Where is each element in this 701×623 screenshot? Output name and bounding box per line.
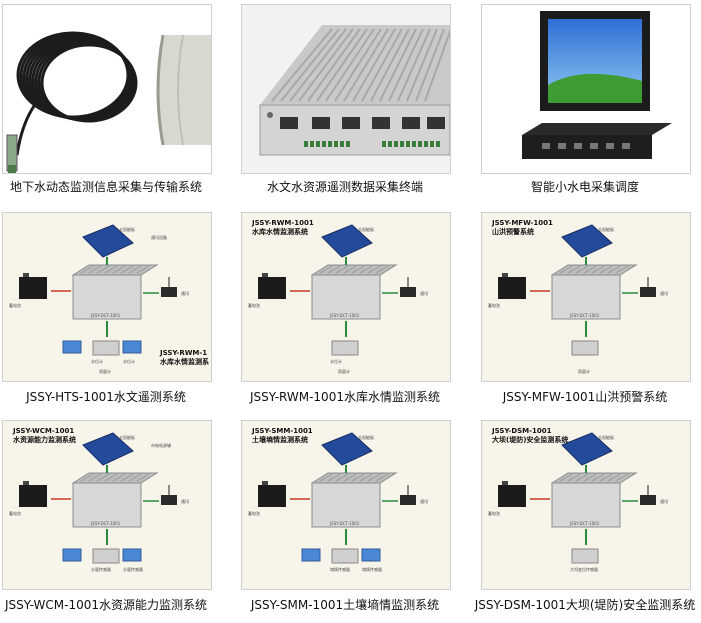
label-battery: 蓄电池: [248, 303, 260, 308]
product-image-1[interactable]: [2, 4, 212, 174]
label-sensor1: 水位计: [330, 359, 342, 364]
label-box: JSSY-DCT-1001: [91, 521, 121, 526]
diagram-title-line: 土壤墒情监测系统: [252, 436, 308, 444]
diagram-art: [498, 224, 656, 356]
label-gauge: 通讯: [420, 291, 428, 296]
label-battery: 蓄电池: [9, 511, 21, 516]
product-caption-4[interactable]: JSSY-HTS-1001水文遥测系统: [26, 390, 186, 404]
diagram-corner-line: 水库水情监测系: [160, 358, 209, 366]
label-box: JSSY-DCT-1001: [330, 521, 360, 526]
diagram-title-line: JSSY-MFW-1001: [492, 219, 553, 227]
label-box: JSSY-DCT-1001: [91, 313, 121, 318]
product-image-2[interactable]: [241, 4, 451, 174]
label-sensor1: 大坝变位传感器: [570, 567, 598, 572]
cable-sensor-photo: [6, 31, 211, 173]
label-gauge: 通讯: [660, 499, 668, 504]
diagram-title-line: JSSY-DSM-1001: [492, 427, 552, 435]
diagram-art: [258, 432, 416, 564]
product-caption-7[interactable]: JSSY-WCM-1001水资源能力监测系统: [5, 598, 207, 612]
product-caption-9[interactable]: JSSY-DSM-1001大坝(堤防)安全监测系统: [474, 598, 696, 612]
product-caption-3[interactable]: 智能小水电采集调度: [530, 180, 639, 194]
label-sensor2: 墒情传感器: [362, 567, 382, 572]
label-box: JSSY-DCT-1001: [570, 313, 600, 318]
label-comm: 市电电源辅: [151, 443, 171, 448]
label-sensor1: 水位计: [91, 359, 103, 364]
label-battery: 蓄电池: [248, 511, 260, 516]
product-caption-6[interactable]: JSSY-MFW-1001山洪预警系统: [502, 390, 668, 404]
label-battery: 蓄电池: [488, 511, 500, 516]
label-rain: 雨量计: [99, 369, 111, 374]
label-box: JSSY-DCT-1001: [570, 521, 600, 526]
label-sensor1: 水量传感器: [91, 567, 111, 572]
monitor-photo: [482, 5, 690, 173]
terminal-photo: [242, 5, 450, 173]
label-solar: 太阳能板: [119, 227, 135, 232]
diagram-art: [19, 224, 177, 356]
label-gauge: 通讯: [181, 291, 189, 296]
label-solar: 太阳能板: [598, 227, 614, 232]
diagram-title-line: 水资源能力监测系统: [13, 436, 76, 444]
label-solar: 太阳能板: [358, 227, 374, 232]
product-caption-8[interactable]: JSSY-SMM-1001土壤墒情监测系统: [250, 598, 440, 612]
label-comm: 通讯设备: [151, 235, 167, 240]
label-gauge: 通讯: [660, 291, 668, 296]
label-solar: 太阳能板: [119, 435, 135, 440]
diagram-title-line: JSSY-SMM-1001: [252, 427, 313, 435]
diagram-corner-line: JSSY-RWM-1: [160, 349, 208, 357]
product-caption-2[interactable]: 水文水资源遥测数据采集终端: [266, 180, 423, 194]
diagram-art: [19, 432, 177, 564]
label-sensor1: 墒情传感器: [330, 567, 350, 572]
label-gauge: 通讯: [181, 499, 189, 504]
label-battery: 蓄电池: [488, 303, 500, 308]
label-solar: 太阳能板: [598, 435, 614, 440]
diagram-art: [258, 224, 416, 356]
diagram-title-line: 大坝(堤防)安全监测系统: [492, 436, 569, 444]
diagram-title-line: JSSY-RWM-1001: [252, 219, 314, 227]
label-rain: 雨量计: [338, 369, 350, 374]
label-rain: 雨量计: [578, 369, 590, 374]
product-caption-1[interactable]: 地下水动态监测信息采集与传输系统: [9, 180, 202, 194]
diagram-title-line: JSSY-WCM-1001: [13, 427, 75, 435]
label-gauge: 通讯: [420, 499, 428, 504]
label-solar: 太阳能板: [358, 435, 374, 440]
label-box: JSSY-DCT-1001: [330, 313, 360, 318]
label-sensor2: 水位计: [123, 359, 135, 364]
product-image-3[interactable]: [481, 4, 691, 174]
label-sensor2: 水量传感器: [123, 567, 143, 572]
label-battery: 蓄电池: [9, 303, 21, 308]
diagram-title-line: 水库水情监测系统: [252, 228, 308, 236]
diagram-art: [498, 432, 656, 564]
product-caption-5[interactable]: JSSY-RWM-1001水库水情监测系统: [250, 390, 440, 404]
diagram-title-line: 山洪预警系统: [492, 228, 534, 236]
